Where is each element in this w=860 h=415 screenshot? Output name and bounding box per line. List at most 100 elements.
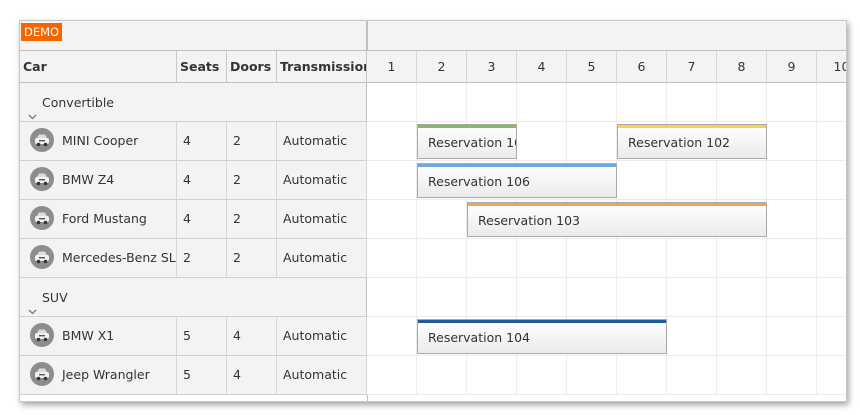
reservation-label: Reservation 104 xyxy=(428,330,530,345)
grid-cell[interactable] xyxy=(367,278,417,317)
grid-cell[interactable] xyxy=(717,161,767,200)
grid-cell[interactable] xyxy=(617,83,667,122)
row-header-car[interactable]: Mercedes-Benz SL xyxy=(20,239,177,278)
grid-cell[interactable] xyxy=(417,83,467,122)
reservation-label: Reservation 103 xyxy=(478,213,580,228)
grid-cell[interactable] xyxy=(567,356,617,395)
reservation-event[interactable]: Reservation 104 xyxy=(417,319,667,354)
cell-transmission: Automatic xyxy=(277,317,367,356)
grid-cell[interactable] xyxy=(567,122,617,161)
grid-cell[interactable] xyxy=(717,278,767,317)
chevron-down-icon[interactable] xyxy=(28,97,37,119)
grid-cell[interactable] xyxy=(567,278,617,317)
grid-cell[interactable] xyxy=(767,356,817,395)
grid-cell[interactable] xyxy=(717,317,767,356)
grid-cell[interactable] xyxy=(367,356,417,395)
column-header-car[interactable]: Car xyxy=(20,51,177,83)
grid-cell[interactable] xyxy=(567,83,617,122)
car-name: BMW Z4 xyxy=(62,172,115,187)
grid-cell[interactable] xyxy=(517,278,567,317)
grid-cell[interactable] xyxy=(367,83,417,122)
grid-cell[interactable] xyxy=(667,83,717,122)
reservation-event[interactable]: Reservation 103 xyxy=(467,202,767,237)
column-header-transmission[interactable]: Transmission xyxy=(277,51,367,83)
grid-cell[interactable] xyxy=(767,200,817,239)
grid-cell[interactable] xyxy=(717,83,767,122)
grid-cell[interactable] xyxy=(367,161,417,200)
row-header-car[interactable]: MINI Cooper xyxy=(20,122,177,161)
day-header-10: 10 xyxy=(817,51,846,83)
grid-cell[interactable] xyxy=(817,278,846,317)
grid-cell[interactable] xyxy=(417,356,467,395)
grid-cell[interactable] xyxy=(817,200,846,239)
grid-cell[interactable] xyxy=(817,161,846,200)
grid-cell[interactable] xyxy=(517,239,567,278)
car-name: MINI Cooper xyxy=(62,133,139,148)
cell-seats: 2 xyxy=(177,239,227,278)
grid-cell[interactable] xyxy=(617,278,667,317)
grid-cell[interactable] xyxy=(467,239,517,278)
grid-cell[interactable] xyxy=(667,239,717,278)
reservation-color-bar xyxy=(618,125,766,128)
cell-transmission: Automatic xyxy=(277,239,367,278)
group-row-convertible[interactable]: Convertible xyxy=(20,83,367,122)
cell-doors: 2 xyxy=(227,200,277,239)
grid-cell[interactable] xyxy=(417,278,467,317)
row-header-car[interactable]: Ford Mustang xyxy=(20,200,177,239)
group-row-suv[interactable]: SUV xyxy=(20,278,367,317)
grid-cell[interactable] xyxy=(817,239,846,278)
grid-cell[interactable] xyxy=(667,317,717,356)
grid-cell[interactable] xyxy=(767,83,817,122)
grid-cell[interactable] xyxy=(467,278,517,317)
grid-cell[interactable] xyxy=(817,122,846,161)
grid-cell[interactable] xyxy=(417,200,467,239)
grid-cell[interactable] xyxy=(467,83,517,122)
grid-cell[interactable] xyxy=(767,122,817,161)
cell-seats: 4 xyxy=(177,161,227,200)
grid-cell[interactable] xyxy=(367,317,417,356)
grid-cell[interactable] xyxy=(767,278,817,317)
cell-seats: 5 xyxy=(177,317,227,356)
row-header-car[interactable]: Jeep Wrangler xyxy=(20,356,177,395)
cell-seats: 4 xyxy=(177,200,227,239)
grid-cell[interactable] xyxy=(767,239,817,278)
reservation-event[interactable]: Reservation 106 xyxy=(417,163,617,198)
reservation-color-bar xyxy=(418,125,516,128)
grid-cell[interactable] xyxy=(817,356,846,395)
grid-cell[interactable] xyxy=(667,356,717,395)
column-header-doors[interactable]: Doors xyxy=(227,51,277,83)
cell-transmission: Automatic xyxy=(277,356,367,395)
corner-header: DEMO xyxy=(20,21,367,51)
grid-cell[interactable] xyxy=(717,356,767,395)
grid-cell[interactable] xyxy=(517,83,567,122)
chevron-down-icon[interactable] xyxy=(28,292,37,314)
day-header-5: 5 xyxy=(567,51,617,83)
grid-cell[interactable] xyxy=(417,239,467,278)
row-header-car[interactable]: BMW Z4 xyxy=(20,161,177,200)
day-header-4: 4 xyxy=(517,51,567,83)
grid-cell[interactable] xyxy=(617,161,667,200)
grid-cell[interactable] xyxy=(367,200,417,239)
grid-cell[interactable] xyxy=(467,356,517,395)
grid-cell[interactable] xyxy=(517,122,567,161)
row-header-car[interactable]: BMW X1 xyxy=(20,317,177,356)
grid-cell[interactable] xyxy=(367,239,417,278)
grid-cell[interactable] xyxy=(817,83,846,122)
car-icon xyxy=(30,205,54,230)
column-header-seats[interactable]: Seats xyxy=(177,51,227,83)
day-header-8: 8 xyxy=(717,51,767,83)
grid-cell[interactable] xyxy=(567,239,617,278)
grid-cell[interactable] xyxy=(617,356,667,395)
grid-cell[interactable] xyxy=(767,317,817,356)
cell-doors: 2 xyxy=(227,239,277,278)
grid-cell[interactable] xyxy=(617,239,667,278)
reservation-event[interactable]: Reservation 101 xyxy=(417,124,517,159)
grid-cell[interactable] xyxy=(817,317,846,356)
reservation-event[interactable]: Reservation 102 xyxy=(617,124,767,159)
grid-cell[interactable] xyxy=(717,239,767,278)
grid-cell[interactable] xyxy=(667,161,717,200)
grid-cell[interactable] xyxy=(367,122,417,161)
grid-cell[interactable] xyxy=(517,356,567,395)
grid-cell[interactable] xyxy=(767,161,817,200)
grid-cell[interactable] xyxy=(667,278,717,317)
